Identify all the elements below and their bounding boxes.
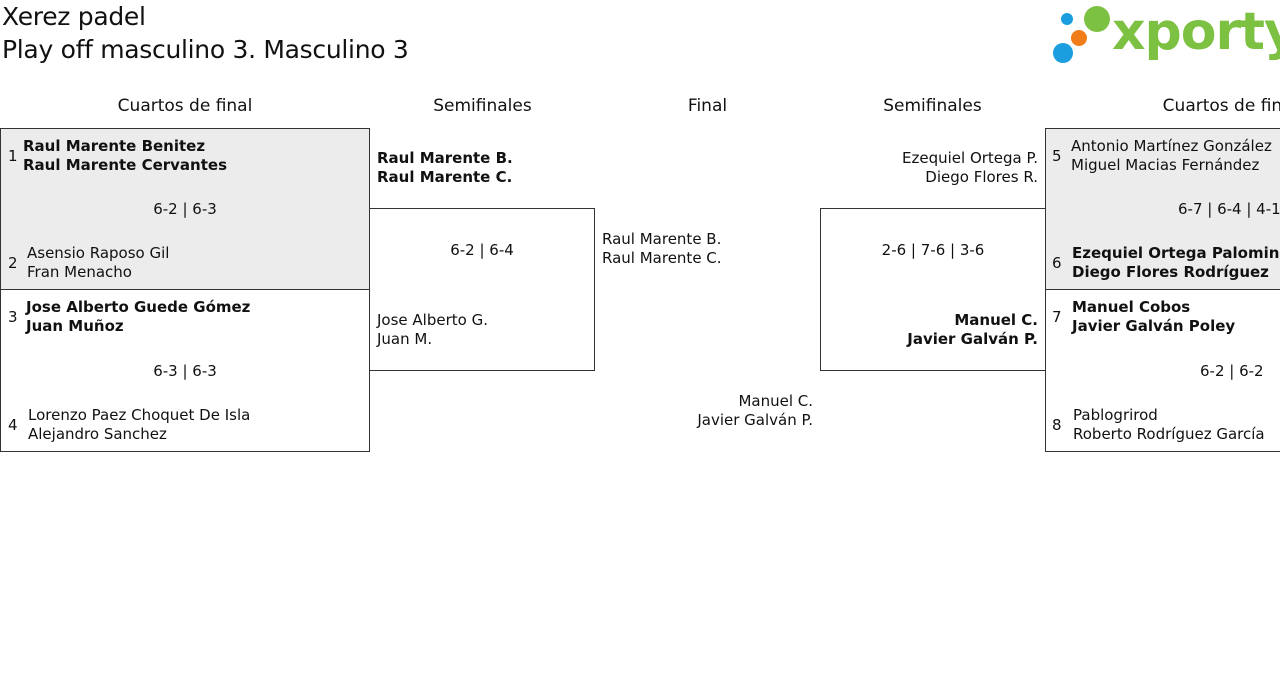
match-score: 6-7 | 6-4 | 4-10: [1178, 200, 1280, 218]
seed-number: 2: [8, 254, 18, 272]
player-name: Ezequiel Ortega P.: [902, 149, 1038, 167]
team-qf4-bottom[interactable]: Pablogrirod Roberto Rodríguez García: [1073, 406, 1265, 444]
round-title-final: Final: [687, 96, 728, 116]
player-name: Manuel Cobos: [1072, 298, 1191, 316]
seed-number: 4: [8, 416, 18, 434]
team-qf1-top[interactable]: Raul Marente Benitez Raul Marente Cervan…: [23, 137, 227, 175]
team-qf2-bottom[interactable]: Lorenzo Paez Choquet De Isla Alejandro S…: [28, 406, 250, 444]
tournament-title: Play off masculino 3. Masculino 3: [2, 35, 409, 64]
team-sf1-bottom[interactable]: Jose Alberto G. Juan M.: [377, 311, 488, 349]
seed-number: 5: [1052, 147, 1062, 165]
team-qf4-top[interactable]: Manuel Cobos Javier Galván Poley: [1072, 298, 1235, 336]
player-name: Diego Flores R.: [925, 168, 1038, 186]
player-name: Raul Marente Cervantes: [23, 156, 228, 174]
seed-number: 6: [1052, 254, 1062, 272]
round-title-left-quarterfinals: Cuartos de final: [117, 96, 253, 116]
player-name: Raul Marente B.: [602, 230, 722, 248]
player-name: Javier Galván Poley: [1072, 317, 1236, 335]
xporty-logo: xporty: [1050, 2, 1280, 68]
match-score: 6-2 | 6-3: [153, 200, 217, 218]
player-name: Antonio Martínez González: [1071, 137, 1272, 155]
player-name: Pablogrirod: [1073, 406, 1158, 424]
player-name: Jose Alberto G.: [377, 311, 488, 329]
player-name: Raul Marente Benitez: [23, 137, 206, 155]
player-name: Javier Galván P.: [697, 411, 813, 429]
player-name: Ezequiel Ortega Palomino: [1072, 244, 1280, 262]
match-qf2[interactable]: 3 Jose Alberto Guede Gómez Juan Muñoz 6-…: [0, 289, 370, 452]
player-name: Lorenzo Paez Choquet De Isla: [28, 406, 251, 424]
player-name: Manuel C.: [954, 311, 1038, 329]
seed-number: 1: [8, 147, 18, 165]
team-final-top[interactable]: Raul Marente B. Raul Marente C.: [602, 230, 722, 268]
team-sf2-top[interactable]: Ezequiel Ortega P. Diego Flores R.: [820, 149, 1038, 187]
club-name: Xerez padel: [2, 2, 146, 31]
team-qf3-bottom[interactable]: Ezequiel Ortega Palomino Diego Flores Ro…: [1072, 244, 1280, 282]
team-qf1-bottom[interactable]: Asensio Raposo Gil Fran Menacho: [27, 244, 169, 282]
match-qf3[interactable]: 5 Antonio Martínez González Miguel Macia…: [1045, 128, 1280, 290]
team-sf2-bottom[interactable]: Manuel C. Javier Galván P.: [821, 311, 1038, 349]
player-name: Alejandro Sanchez: [28, 425, 167, 443]
match-qf4[interactable]: 7 Manuel Cobos Javier Galván Poley 6-2 |…: [1045, 289, 1280, 452]
match-sf2[interactable]: 2-6 | 7-6 | 3-6 Manuel C. Javier Galván …: [820, 208, 1046, 371]
logo-dots-icon: [1053, 6, 1110, 63]
match-score: 6-3 | 6-3: [153, 362, 217, 380]
team-qf2-top[interactable]: Jose Alberto Guede Gómez Juan Muñoz: [26, 298, 250, 336]
seed-number: 3: [8, 308, 18, 326]
seed-number: 8: [1052, 416, 1062, 434]
player-name: Raul Marente C.: [602, 249, 722, 267]
match-score: 6-2 | 6-2: [1200, 362, 1264, 380]
round-title-right-quarterfinals: Cuartos de final: [1162, 96, 1280, 116]
match-score: 2-6 | 7-6 | 3-6: [881, 241, 985, 259]
player-name: Raul Marente B.: [377, 149, 513, 167]
player-name: Fran Menacho: [27, 263, 132, 281]
team-sf1-top[interactable]: Raul Marente B. Raul Marente C.: [377, 149, 513, 187]
player-name: Asensio Raposo Gil: [27, 244, 170, 262]
match-sf1[interactable]: 6-2 | 6-4 Jose Alberto G. Juan M.: [369, 208, 595, 371]
player-name: Juan Muñoz: [26, 317, 124, 335]
player-name: Roberto Rodríguez García: [1073, 425, 1265, 443]
player-name: Manuel C.: [738, 392, 813, 410]
team-final-bottom[interactable]: Manuel C. Javier Galván P.: [600, 392, 813, 430]
player-name: Diego Flores Rodríguez: [1072, 263, 1269, 281]
player-name: Javier Galván P.: [907, 330, 1038, 348]
round-title-left-semifinals: Semifinales: [433, 96, 532, 116]
logo-text: xporty: [1112, 2, 1280, 62]
player-name: Raul Marente C.: [377, 168, 513, 186]
seed-number: 7: [1052, 308, 1062, 326]
player-name: Miguel Macias Fernández: [1071, 156, 1260, 174]
match-qf1[interactable]: 1 Raul Marente Benitez Raul Marente Cerv…: [0, 128, 370, 290]
round-title-right-semifinals: Semifinales: [883, 96, 982, 116]
player-name: Jose Alberto Guede Gómez: [26, 298, 251, 316]
match-score: 6-2 | 6-4: [450, 241, 514, 259]
player-name: Juan M.: [377, 330, 433, 348]
team-qf3-top[interactable]: Antonio Martínez González Miguel Macias …: [1071, 137, 1272, 175]
